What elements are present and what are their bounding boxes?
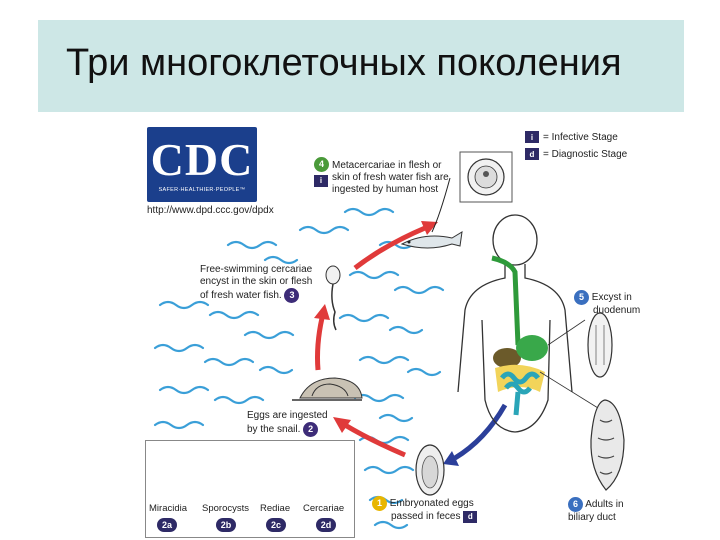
step-1-line-1: Embryonated eggs <box>389 498 474 509</box>
cycle-arrows <box>314 221 508 466</box>
pointer-to-adults <box>539 371 599 409</box>
arrow-2-to-3 <box>315 317 325 371</box>
step-2-badge: 2 <box>303 422 319 437</box>
cercaria-drawing <box>325 265 341 331</box>
stage-sporocysts-label: Sporocysts <box>202 503 249 514</box>
step-4-badge: 4 <box>314 157 329 172</box>
fish-drawing <box>400 231 463 249</box>
arrow-1-to-2-head <box>333 417 351 433</box>
cdc-logo-text: CDC <box>150 134 254 185</box>
human-drawing <box>457 214 573 433</box>
stage-2d-badge: 2d <box>316 518 336 532</box>
infective-symbol: i <box>525 131 539 143</box>
step-6-label: 6 Adults in biliary duct <box>568 497 624 524</box>
step-3-label: Free-swimming cercariae encyst in the sk… <box>200 264 312 303</box>
step-4-label: Metacercariae in flesh or skin of fresh … <box>332 160 449 196</box>
step-1-line-2: passed in feces <box>391 511 461 522</box>
pointer-to-excyst <box>547 319 586 346</box>
step-1-badge: 1 <box>372 496 387 511</box>
arrow-2-to-3-head <box>314 304 330 320</box>
step-5-badge: 5 <box>574 290 589 305</box>
step-2-label: Eggs are ingested by the snail. 2 <box>247 410 328 437</box>
diagnostic-text: = Diagnostic Stage <box>543 148 628 160</box>
legend-diagnostic: d = Diagnostic Stage <box>525 148 627 160</box>
step-3-badge: 3 <box>284 288 300 303</box>
step-2-line-1: Eggs are ingested <box>247 410 328 421</box>
stage-miracidia-label: Miracidia <box>149 503 188 514</box>
infective-text: = Infective Stage <box>543 131 618 143</box>
metacercaria-drawing <box>459 151 513 203</box>
step-4-markers: 4 i <box>314 157 334 187</box>
title-band <box>38 20 684 112</box>
cdc-logo-tagline: SAFER·HEALTHIER·PEOPLE™ <box>158 187 246 193</box>
water-waves <box>153 207 445 530</box>
step-3-line-1: Free-swimming cercariae <box>200 264 313 275</box>
digestive-tract <box>491 255 548 416</box>
legend-infective: i = Infective Stage <box>525 131 618 143</box>
cdc-logo: CDC SAFER·HEALTHIER·PEOPLE™ <box>147 127 257 202</box>
pointer-line <box>431 177 451 233</box>
stage-2b-badge: 2b <box>216 518 236 532</box>
step-4-line-3: ingested by human host <box>332 184 439 195</box>
egg-drawing <box>415 444 445 496</box>
arrow-human-to-1 <box>453 403 508 461</box>
juvenile-drawing <box>587 312 613 378</box>
arrow-3-to-4-head <box>421 221 438 235</box>
arrow-3-to-4 <box>353 225 426 270</box>
diagnostic-symbol: d <box>525 148 539 160</box>
step-6-line-1: Adults in <box>585 499 624 510</box>
step-4-line-2: skin of fresh water fish are <box>332 172 449 183</box>
snail-drawing <box>292 377 363 401</box>
step-1-diagnostic-symbol: d <box>463 511 478 523</box>
step-4-line-1: Metacercariae in flesh or <box>332 160 442 171</box>
step-3-line-3: of fresh water fish. <box>200 290 282 301</box>
arrow-human-to-1-head <box>443 451 459 466</box>
step-3-line-2: encyst in the skin or flesh <box>200 276 313 287</box>
step-6-line-2: biliary duct <box>568 512 616 523</box>
stage-2c-badge: 2c <box>266 518 286 532</box>
adult-fluke-drawing <box>590 399 625 491</box>
source-url: http://www.dpd.ccc.gov/dpdx <box>147 205 274 216</box>
step-2-line-2: by the snail. <box>247 424 301 435</box>
stage-cercariae-label: Cercariae <box>303 503 345 514</box>
step-6-badge: 6 <box>568 497 583 512</box>
stage-2a-badge: 2a <box>157 518 177 532</box>
step-5-line-2: duodenum <box>593 305 641 316</box>
step-1-label: 1 Embryonated eggs passed in feces d <box>372 496 478 523</box>
step-5-label: 5 Excyst in duodenum <box>574 290 640 317</box>
step-4-infective-symbol: i <box>314 175 328 187</box>
step-5-line-1: Excyst in <box>591 292 632 303</box>
arrow-1-to-2 <box>343 422 406 458</box>
slide-title: Три многоклеточных поколения <box>66 42 622 84</box>
stage-rediae-label: Rediae <box>260 503 291 514</box>
